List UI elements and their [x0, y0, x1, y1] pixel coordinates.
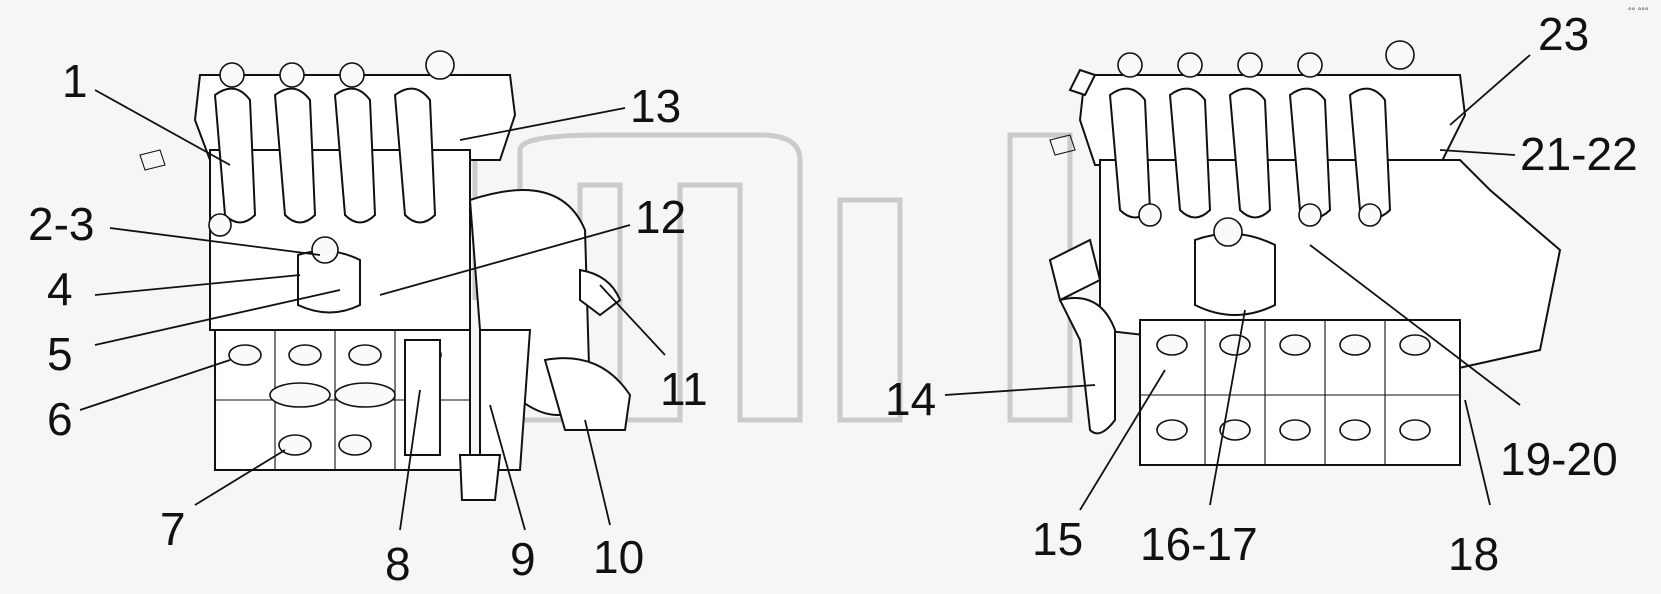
callout-labels: 1 2-3 4 5 6 7 8 9 10 11 12 13 14 15 16-1…: [28, 8, 1638, 590]
callout-5: 5: [47, 328, 73, 380]
callout-4: 4: [47, 263, 73, 315]
callout-19-20: 19-20: [1500, 433, 1618, 485]
callout-10: 10: [593, 531, 644, 583]
callout-21-22: 21-22: [1520, 128, 1638, 180]
callout-12: 12: [635, 191, 686, 243]
callout-11: 11: [660, 363, 708, 415]
callout-18: 18: [1448, 528, 1499, 580]
callout-6: 6: [47, 393, 73, 445]
callout-14: 14: [885, 373, 936, 425]
callout-15: 15: [1032, 513, 1083, 565]
callout-13: 13: [630, 80, 681, 132]
left-valve-assembly: [139, 50, 632, 501]
callout-2-3: 2-3: [28, 198, 94, 250]
callout-23: 23: [1538, 8, 1589, 60]
callout-7: 7: [160, 503, 186, 555]
corner-mark: °° °°°: [1628, 6, 1649, 16]
callout-1: 1: [62, 55, 88, 107]
callout-8: 8: [385, 538, 411, 590]
right-valve-assembly: [1048, 40, 1562, 466]
callout-9: 9: [510, 533, 536, 585]
leader-lines: [79, 54, 1531, 531]
callout-16-17: 16-17: [1140, 518, 1258, 570]
